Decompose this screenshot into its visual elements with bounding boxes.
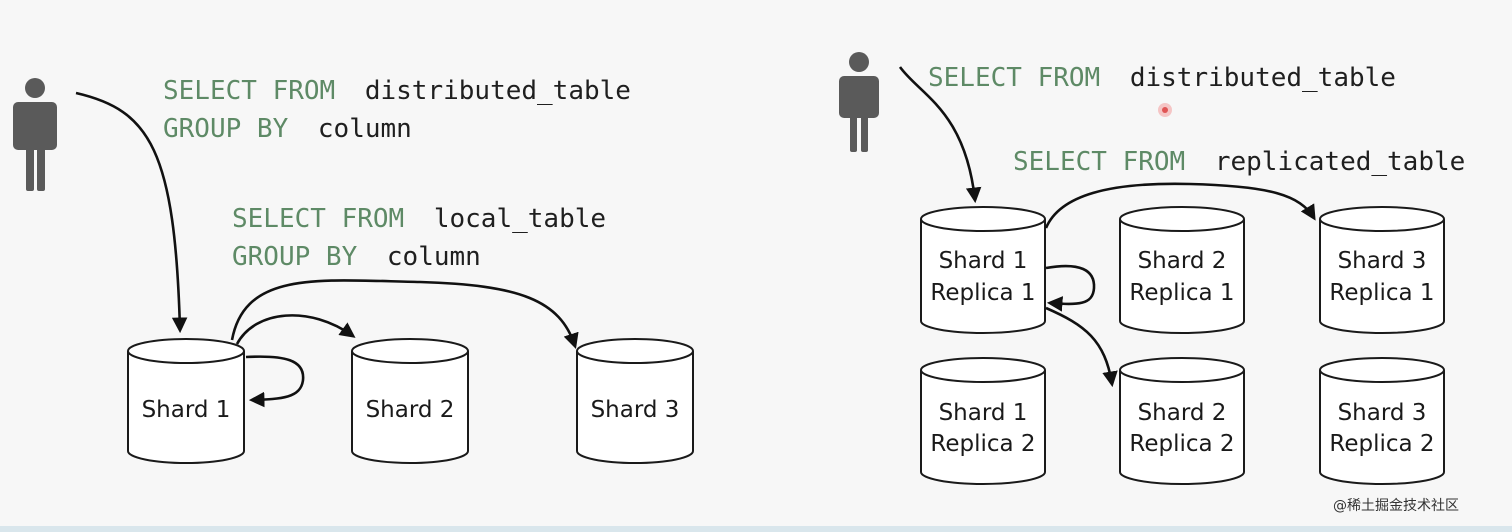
- node-label-shard: Shard 1: [939, 248, 1028, 274]
- left-local-query-line-1: SELECT FROM local_table: [232, 204, 606, 234]
- arrow-user-to-shard-1-replica-1: [898, 66, 982, 204]
- arrow-shard-1-to-shard-2: [235, 314, 356, 345]
- shard-label: Shard 2: [366, 397, 455, 423]
- sql-keyword: GROUP BY: [163, 114, 289, 144]
- node-shard-1-replica-1: Shard 1 Replica 1: [920, 206, 1046, 334]
- node-label-replica: Replica 2: [1129, 431, 1234, 457]
- arrow-shard-1-to-shard-3: [230, 279, 579, 349]
- sql-keyword: SELECT FROM: [928, 63, 1100, 93]
- right-query-replicated: SELECT FROM replicated_table: [1013, 147, 1465, 177]
- right-query-main: SELECT FROM distributed_table: [928, 63, 1396, 93]
- node-label-shard: Shard 1: [939, 400, 1028, 426]
- sql-identifier: column: [318, 114, 412, 144]
- node-shard-2-replica-1: Shard 2 Replica 1: [1119, 206, 1245, 334]
- sql-identifier: local_table: [434, 204, 606, 234]
- node-shard-1-replica-2: Shard 1 Replica 2: [920, 357, 1046, 485]
- arrow-user-to-shard-1: [75, 91, 188, 334]
- node-label-shard: Shard 2: [1138, 248, 1227, 274]
- sql-identifier: column: [387, 242, 481, 272]
- shard-label: Shard 3: [591, 397, 680, 423]
- sql-identifier: distributed_table: [1130, 63, 1396, 93]
- arrow-to-shard-2-replica-2: [1045, 306, 1118, 388]
- left-shard-3: Shard 3: [576, 338, 694, 464]
- sql-identifier: replicated_table: [1215, 147, 1465, 177]
- sql-keyword: SELECT FROM: [163, 76, 335, 106]
- sql-identifier: distributed_table: [365, 76, 631, 106]
- user-icon: [839, 52, 879, 152]
- node-label-replica: Replica 1: [1129, 280, 1234, 306]
- left-local-query-line-2: GROUP BY column: [232, 242, 481, 272]
- left-shard-2: Shard 2: [351, 338, 469, 464]
- node-shard-3-replica-1: Shard 3 Replica 1: [1319, 206, 1445, 334]
- bottom-strip: [0, 526, 1512, 532]
- node-shard-3-replica-2: Shard 3 Replica 2: [1319, 357, 1445, 485]
- node-label-replica: Replica 1: [1329, 280, 1434, 306]
- cursor-indicator: [1158, 103, 1172, 117]
- sql-keyword: SELECT FROM: [1013, 147, 1185, 177]
- watermark-label: @稀土掘金技术社区: [1333, 498, 1459, 514]
- node-label-replica: Replica 2: [930, 431, 1035, 457]
- node-shard-2-replica-2: Shard 2 Replica 2: [1119, 357, 1245, 485]
- left-shard-1: Shard 1: [127, 338, 245, 464]
- arrow-self-loop-shard-1-replica-1: [1045, 264, 1096, 312]
- left-query-line-2: GROUP BY column: [163, 114, 412, 144]
- sql-keyword: GROUP BY: [232, 242, 358, 272]
- node-label-shard: Shard 2: [1138, 400, 1227, 426]
- node-label-shard: Shard 3: [1338, 248, 1427, 274]
- node-label-replica: Replica 1: [930, 280, 1035, 306]
- node-label-replica: Replica 2: [1329, 431, 1434, 457]
- left-query-line-1: SELECT FROM distributed_table: [163, 76, 631, 106]
- user-icon: [13, 78, 57, 191]
- arrow-shard-1-self-loop: [245, 355, 305, 408]
- shard-label: Shard 1: [142, 397, 231, 423]
- arrow-to-shard-3-replica-1: [1044, 182, 1316, 229]
- sql-keyword: SELECT FROM: [232, 204, 404, 234]
- node-label-shard: Shard 3: [1338, 400, 1427, 426]
